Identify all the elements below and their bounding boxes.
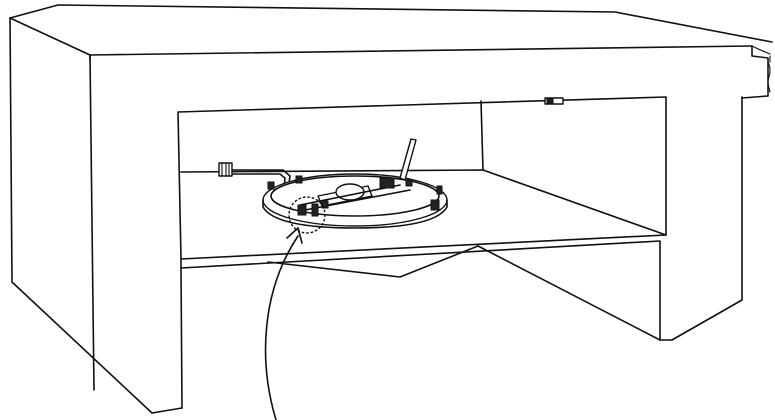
left-leg-outer-side	[9, 17, 153, 414]
ring-clip-4	[297, 204, 307, 216]
pointer-arrow-head	[286, 227, 303, 244]
front-apron-right-edge	[741, 45, 769, 99]
table-top-back-edge	[9, 17, 753, 56]
lower-shelf-right-bevel	[477, 245, 661, 341]
right-leg-front-edge	[671, 96, 743, 341]
burner-ring-inner	[270, 175, 440, 217]
ring-clip-1	[267, 181, 275, 190]
ring-clip-2	[295, 175, 303, 184]
pointer-arrow-shaft	[264, 235, 299, 420]
lower-shelf-notch	[267, 245, 479, 278]
niche-inner-floor-line	[180, 169, 667, 236]
ring-clip-5	[311, 203, 319, 217]
lower-shelf-front	[180, 240, 661, 341]
niche-inner-back-right	[480, 100, 484, 171]
curved-pointer-arrow	[264, 227, 303, 420]
left-leg-bottom	[151, 407, 183, 414]
mounting-bracket-icon	[544, 97, 564, 105]
table-top-surface	[9, 4, 773, 43]
right-end-rough-edge	[751, 45, 771, 93]
control-lever	[399, 138, 417, 181]
ring-clip-8	[405, 179, 413, 187]
burner-ring-lower-edge	[262, 199, 448, 229]
ring-clip-7	[436, 185, 443, 195]
lower-shelf-left-leg	[180, 267, 183, 409]
gas-fitting-icon	[218, 162, 233, 177]
ring-burner-icon	[262, 138, 448, 229]
detail-highlight-circle	[288, 196, 326, 234]
table-frame	[9, 4, 773, 414]
niche-outer-frame	[177, 96, 667, 260]
gas-line	[218, 162, 291, 191]
lever-base	[379, 177, 395, 189]
ring-clip-3	[321, 200, 329, 209]
left-leg-front-edge	[89, 54, 95, 391]
ring-clip-6	[430, 199, 440, 211]
